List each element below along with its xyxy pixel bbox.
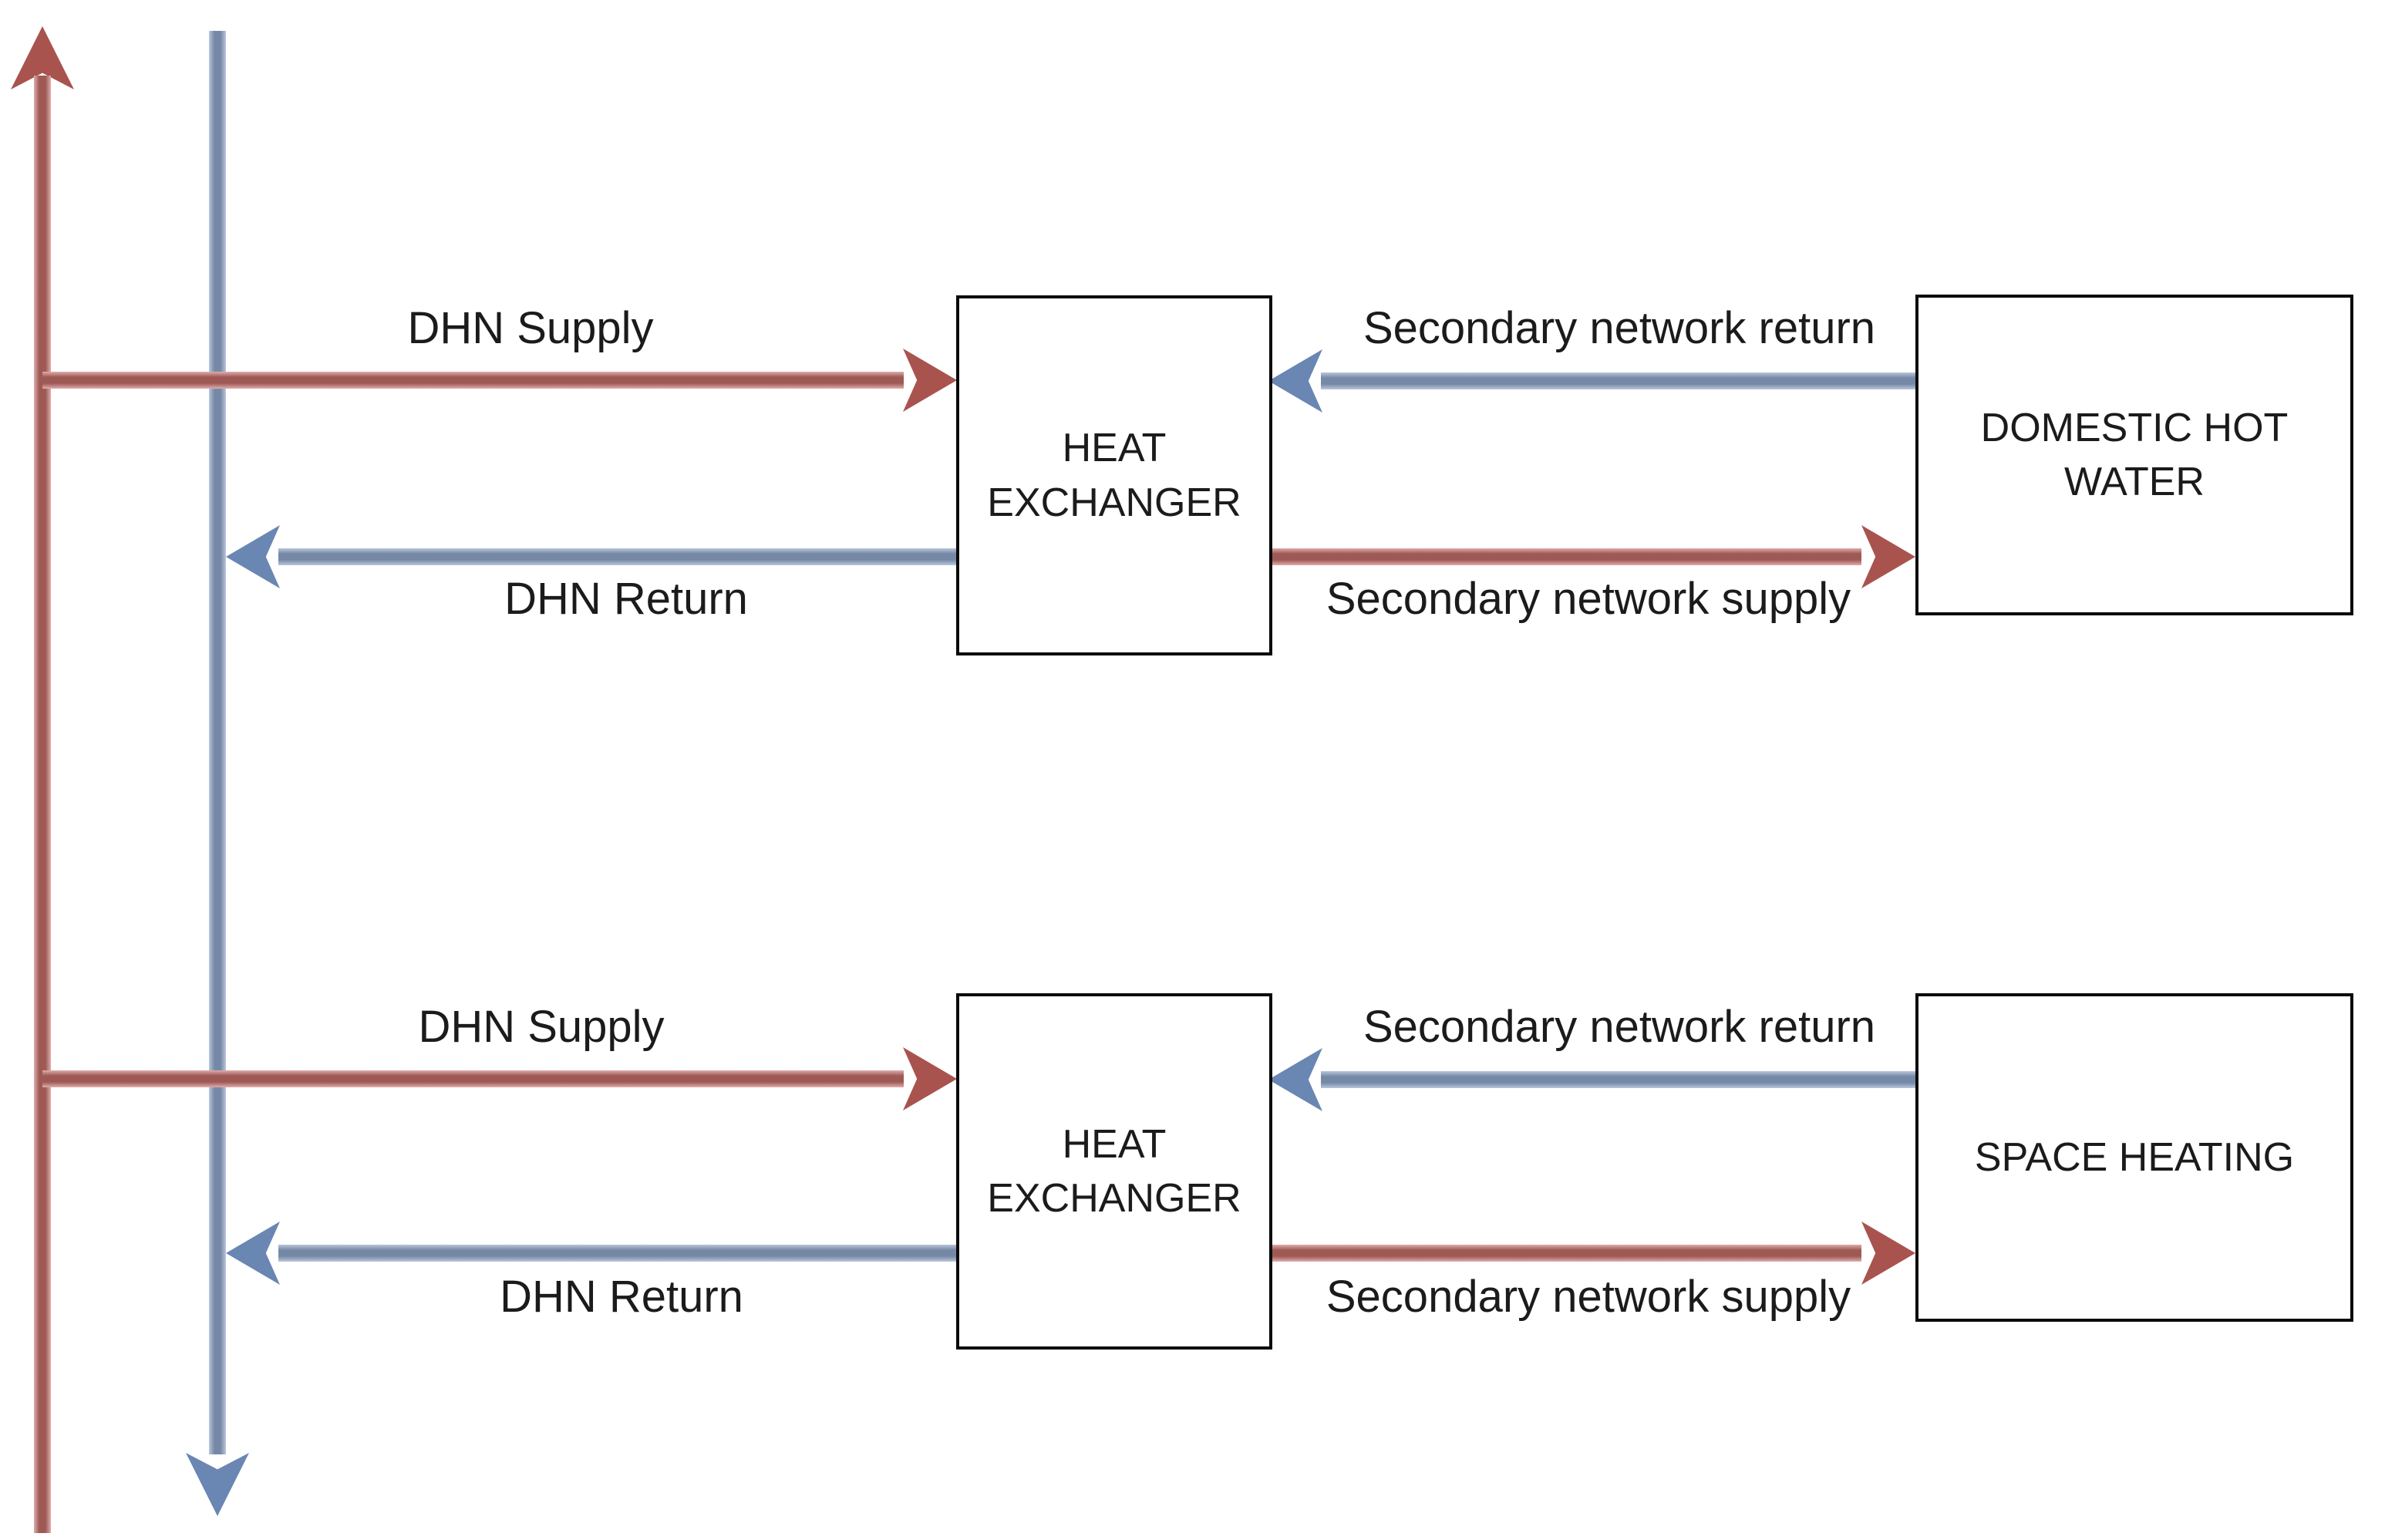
heat-exchanger-label: HEAT EXCHANGER — [987, 1121, 1241, 1221]
secondary-return-pipe — [1321, 372, 1915, 389]
heat-exchanger-box: HEAT EXCHANGER — [956, 295, 1272, 655]
space-heating-box: SPACE HEATING — [1915, 993, 2353, 1322]
secondary-supply-label: Secondary network supply — [1326, 1272, 1851, 1322]
dhn-return-pipe — [278, 548, 956, 565]
secondary-return-pipe — [1321, 1071, 1915, 1088]
arrowhead-left-icon — [1268, 1048, 1322, 1111]
secondary-return-label: Secondary network return — [1363, 303, 1876, 353]
heat-exchanger-label: HEAT EXCHANGER — [987, 426, 1241, 525]
dhn-return-label: DHN Return — [500, 1272, 743, 1322]
dhn-supply-label: DHN Supply — [418, 1002, 665, 1052]
dhn-supply-label: DHN Supply — [407, 303, 654, 353]
arrowhead-left-icon — [226, 1222, 280, 1285]
arrowhead-right-icon — [903, 1047, 957, 1110]
space-heating-label: SPACE HEATING — [1974, 1134, 2295, 1180]
dhn-supply-pipe — [42, 1070, 904, 1087]
dhn-supply-trunk-line — [34, 76, 51, 1533]
domestic-hot-water-label: DOMESTIC HOT WATER — [1980, 405, 2289, 504]
secondary-supply-label: Secondary network supply — [1326, 574, 1851, 624]
secondary-supply-pipe — [1266, 548, 1861, 565]
secondary-supply-pipe — [1266, 1245, 1861, 1262]
dhn-return-label: DHN Return — [504, 574, 748, 624]
secondary-return-label: Secondary network return — [1363, 1002, 1876, 1052]
heat-exchanger-box: HEAT EXCHANGER — [956, 993, 1272, 1350]
dhn-supply-pipe — [42, 372, 904, 389]
arrowhead-right-icon — [1861, 1222, 1915, 1285]
domestic-hot-water-box: DOMESTIC HOT WATER — [1915, 295, 2353, 615]
dhn-return-pipe — [278, 1245, 956, 1262]
